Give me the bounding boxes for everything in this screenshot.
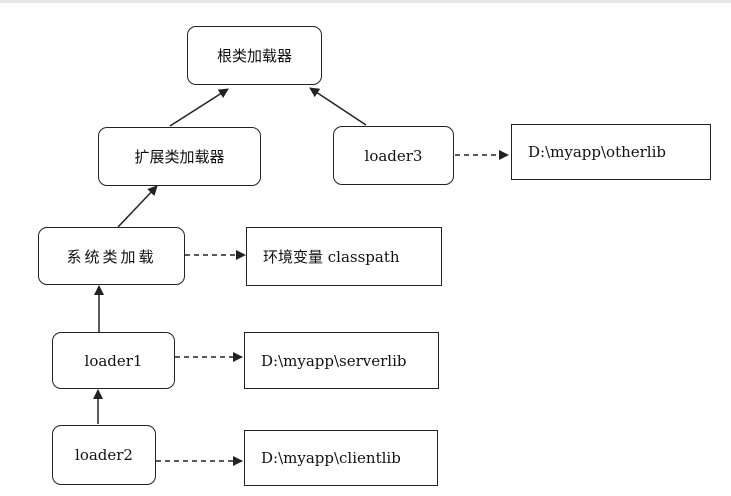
otherlib-path-box: D:\myapp\otherlib [511,124,711,180]
loader2-label: loader2 [75,446,133,464]
loader2-node: loader2 [52,425,156,485]
extension-class-loader-node: 扩展类加载器 [98,127,261,186]
clientlib-path-label: D:\myapp\clientlib [261,449,401,467]
root-class-loader-node: 根类加载器 [187,26,322,85]
extension-class-loader-label: 扩展类加载器 [134,148,225,166]
classpath-env-label: 环境变量 classpath [263,248,400,266]
loader3-label: loader3 [364,146,423,165]
root-class-loader-label: 根类加载器 [216,47,292,65]
otherlib-path-label: D:\myapp\otherlib [528,143,666,161]
arrow-system-to-ext [117,185,158,228]
classpath-env-box: 环境变量 classpath [246,227,442,286]
arrow-ext-to-root [169,88,229,127]
loader1-node: loader1 [52,332,175,389]
system-class-loader-label: 系统类加载 [66,247,157,266]
loader1-label: loader1 [84,351,143,370]
serverlib-path-label: D:\myapp\serverlib [261,351,407,370]
serverlib-path-box: D:\myapp\serverlib [244,332,439,389]
loader3-node: loader3 [333,126,454,185]
system-class-loader-node: 系统类加载 [38,227,185,285]
arrow-loader3-to-root [309,87,367,126]
clientlib-path-box: D:\myapp\clientlib [244,430,438,486]
top-border-line [0,0,731,3]
